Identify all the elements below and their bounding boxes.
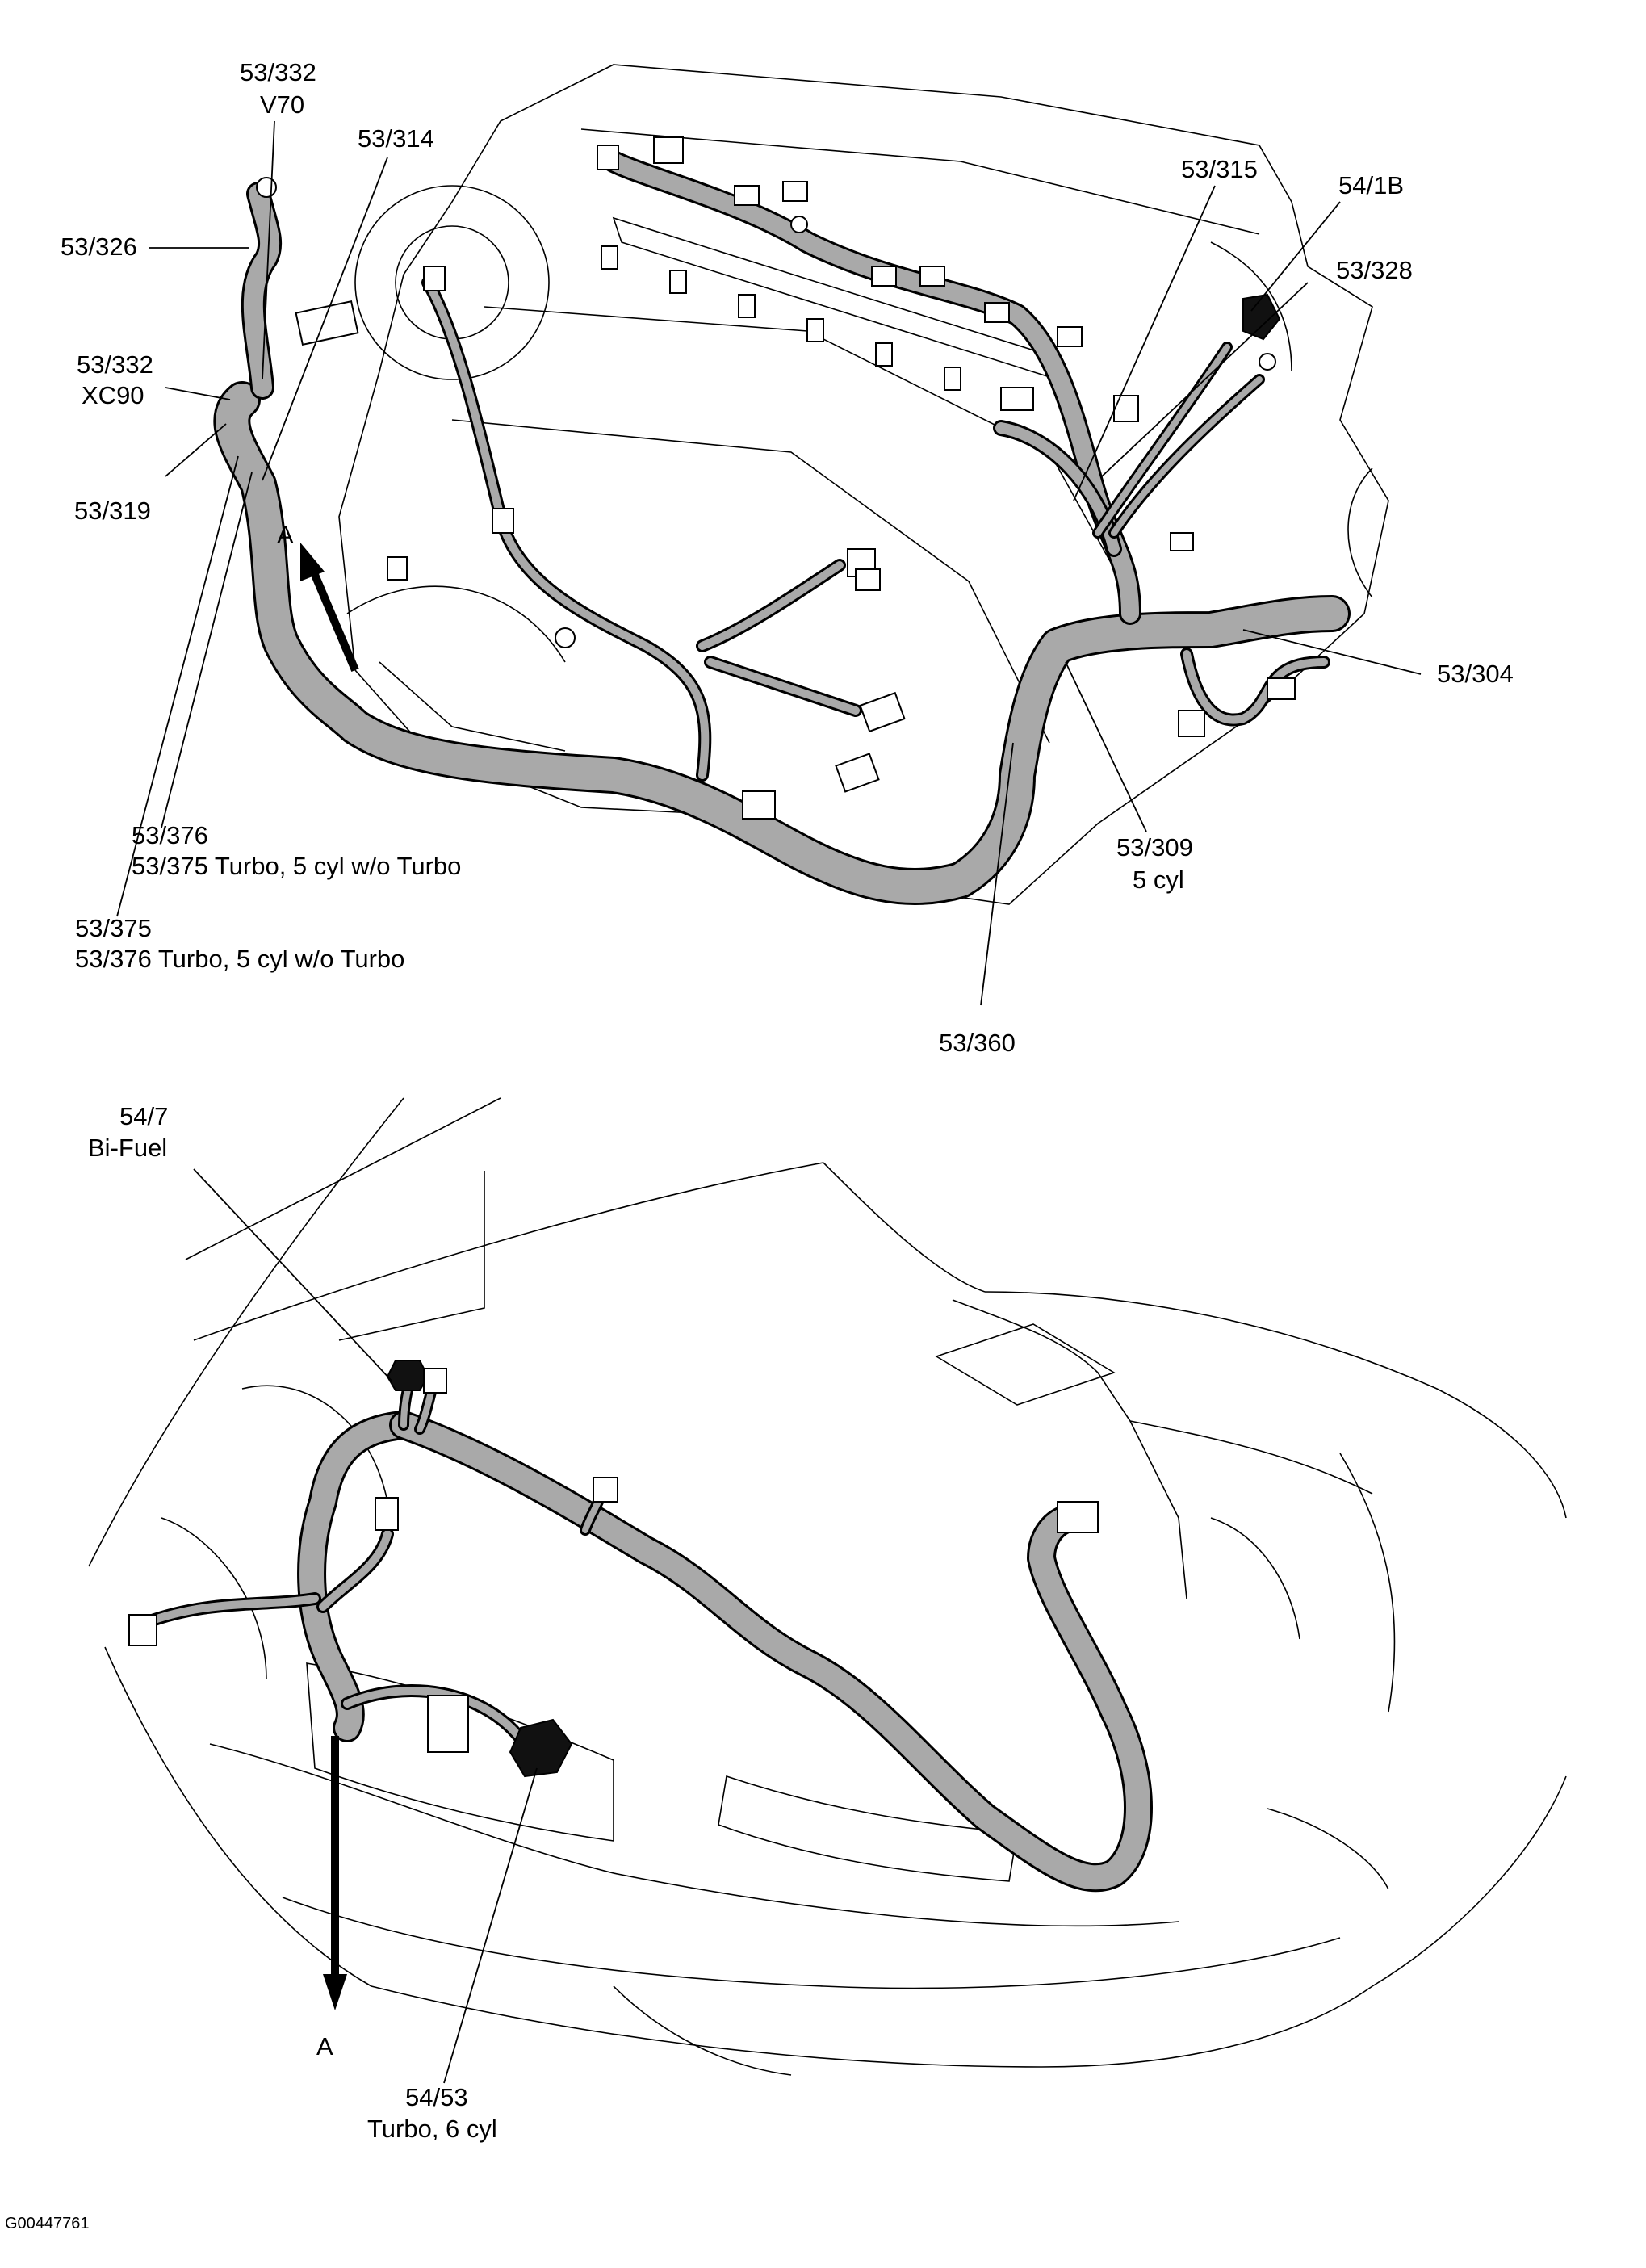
- label-53-304: 53/304: [1437, 660, 1514, 688]
- label-54-53-note: Turbo, 6 cyl: [367, 2115, 497, 2143]
- arrow-a-bottom: [323, 1736, 347, 2010]
- label-53-326: 53/326: [61, 233, 137, 261]
- labels-top: 53/332 V70 53/314 53/326 53/332 XC90 53/…: [61, 58, 1514, 1057]
- label-53-314: 53/314: [358, 124, 434, 153]
- label-53-309-note: 5 cyl: [1133, 866, 1184, 894]
- engine-harness: [213, 150, 1351, 906]
- labels-bottom: 54/7 Bi-Fuel 54/53 Turbo, 6 cyl: [88, 1102, 497, 2143]
- engine-connectors: [256, 136, 1296, 820]
- label-53-309: 53/309: [1116, 833, 1193, 862]
- label-53-319: 53/319: [74, 497, 151, 525]
- arrow-a-bottom-label: A: [316, 2032, 333, 2060]
- vehicle-connectors: [128, 1360, 1099, 1778]
- label-53-332-xc90-note: XC90: [82, 381, 144, 409]
- label-54-53: 54/53: [405, 2083, 468, 2111]
- label-53-360: 53/360: [939, 1029, 1016, 1057]
- vehicle-harness: [139, 1367, 1153, 1893]
- label-54-7-note: Bi-Fuel: [88, 1134, 167, 1162]
- label-53-376: 53/376: [132, 821, 208, 849]
- label-53-332-v70-note: V70: [260, 90, 304, 119]
- vehicle-front-outline: [88, 1097, 1567, 2076]
- label-53-375-note: 53/376 Turbo, 5 cyl w/o Turbo: [75, 945, 404, 973]
- label-53-332-v70: 53/332: [240, 58, 316, 86]
- label-53-332-xc90: 53/332: [77, 350, 153, 379]
- label-53-328: 53/328: [1336, 256, 1413, 284]
- engine-outline: [338, 64, 1389, 905]
- figure-id: G00447761: [5, 2215, 90, 2232]
- label-53-315: 53/315: [1181, 155, 1258, 183]
- label-53-375: 53/375: [75, 914, 152, 942]
- label-53-376-note: 53/375 Turbo, 5 cyl w/o Turbo: [132, 852, 461, 880]
- leader-lines-bottom: [193, 1168, 538, 2084]
- label-54-1b: 54/1B: [1338, 171, 1404, 199]
- label-54-7: 54/7: [119, 1102, 168, 1130]
- arrow-a-top-label: A: [277, 521, 294, 549]
- arrow-a-top: [300, 543, 359, 672]
- leader-lines-top: [116, 120, 1422, 1006]
